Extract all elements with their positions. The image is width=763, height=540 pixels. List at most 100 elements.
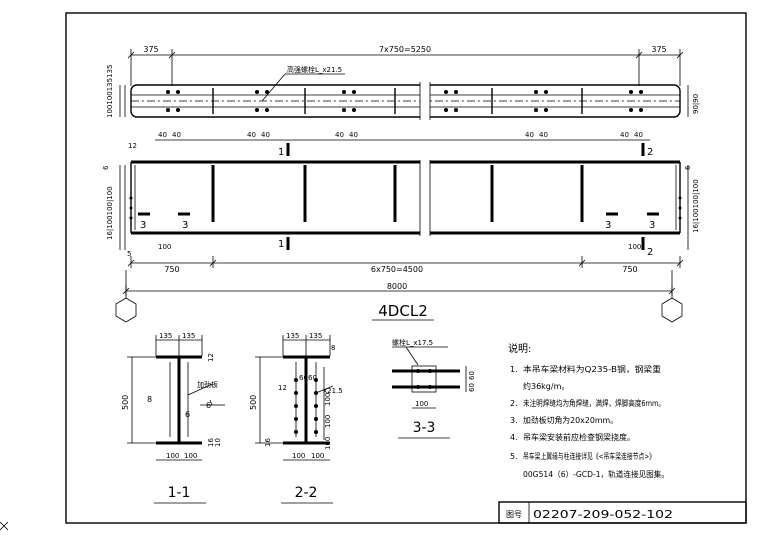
- svg-text:60: 60: [299, 374, 308, 382]
- svg-text:3: 3: [605, 220, 611, 231]
- left-web-dims: 16|100100|100: [106, 186, 114, 240]
- svg-text:8: 8: [331, 344, 335, 352]
- svg-text:100: 100: [324, 415, 332, 428]
- section-2-bolt-holes: [294, 378, 318, 434]
- dim-5-left: 5: [127, 250, 131, 258]
- drawing-frame: [65, 12, 747, 524]
- svg-text:16: 16: [207, 438, 215, 447]
- section-3-title: 3-3: [413, 420, 436, 436]
- section-mark-2-bottom: 2: [641, 237, 653, 258]
- drawing-number: 02207-209-052-102: [533, 508, 673, 521]
- svg-text:100: 100: [166, 452, 179, 460]
- section-2-2: 135 135 8 12 60 60 x21.5 500 100 100 100…: [249, 332, 343, 504]
- top-dimension-line: 375 7x750=5250 375: [127, 45, 684, 86]
- svg-text:1: 1: [278, 239, 284, 250]
- section-mark-3-left: 3 3: [138, 212, 190, 231]
- svg-text:10: 10: [214, 438, 222, 447]
- note-3: 加劲板切角为20x20mm。: [523, 415, 618, 425]
- bolt-label: 高强螺栓L_x21.5: [287, 65, 342, 74]
- note-2: 未注明焊缝均为角焊缝，满焊，焊脚高度6mm。: [523, 398, 665, 408]
- plan-right-dims: 90|90: [692, 94, 700, 114]
- right-web-dims: 16|100100|100: [692, 179, 700, 233]
- top-dim-left: 375: [143, 45, 158, 54]
- svg-text:加劲板: 加劲板: [197, 380, 218, 389]
- svg-text:500: 500: [121, 395, 130, 410]
- section-1-title: 1-1: [168, 485, 191, 501]
- note-1: 本吊车梁材料为Q235-B钢，钢梁重: [523, 364, 661, 374]
- end-bolt-holes: [129, 196, 682, 220]
- top-dim-middle: 7x750=5250: [379, 45, 431, 54]
- svg-text:40: 40: [247, 131, 256, 139]
- svg-text:12: 12: [207, 353, 215, 362]
- svg-text:1.: 1.: [510, 365, 518, 374]
- svg-text:60: 60: [468, 371, 476, 380]
- section-3-label: 螺栓L_x17.5: [392, 338, 433, 347]
- bottom-dimension-lines: 750 6x750=4500 750 8000 4DCL2: [115, 256, 684, 323]
- svg-text:5.: 5.: [510, 452, 518, 461]
- dim-100-left: 100: [158, 243, 171, 251]
- beam-plan-view: 高强螺栓L_x21.5 100100135135 90|90 40 40 40 40…: [106, 65, 700, 141]
- svg-text:135: 135: [182, 332, 195, 340]
- svg-text:40: 40: [349, 131, 358, 139]
- elevation-stiffeners: [211, 165, 584, 222]
- note-5b: 00G514（6）-GCD-1，轨道连接见图集。: [523, 469, 669, 479]
- svg-text:6: 6: [185, 410, 190, 419]
- axis-bubble-left: [115, 297, 137, 323]
- corner-cross-mark: [0, 521, 9, 531]
- svg-text:60: 60: [468, 383, 476, 392]
- section-3-bolt-holes: [416, 369, 432, 389]
- svg-text:40: 40: [634, 131, 643, 139]
- elevation-break-mark: [419, 160, 431, 236]
- svg-text:2: 2: [647, 247, 653, 258]
- section-mark-1-bottom: 1: [278, 237, 290, 250]
- beam-elevation-view: 12 6 16|100100|100 5 100 6 16|100100|100…: [102, 142, 700, 258]
- svg-text:40: 40: [525, 131, 534, 139]
- svg-text:3.: 3.: [510, 416, 518, 425]
- note-1b: 约36kg/m。: [523, 381, 569, 391]
- svg-text:6: 6: [206, 401, 211, 410]
- beam-title: 4DCL2: [378, 302, 427, 320]
- svg-text:3: 3: [182, 220, 188, 231]
- svg-text:16: 16: [264, 438, 272, 447]
- svg-text:100: 100: [324, 437, 332, 450]
- svg-text:100: 100: [292, 452, 305, 460]
- svg-text:40: 40: [335, 131, 344, 139]
- svg-text:100: 100: [311, 452, 324, 460]
- dim-6-left: 6: [102, 165, 110, 170]
- svg-text:100: 100: [415, 400, 428, 408]
- plan-bolt-holes: [166, 90, 643, 112]
- plan-break-mark: [419, 82, 431, 120]
- svg-text:4.: 4.: [510, 433, 518, 442]
- bottom-dim-left: 750: [164, 265, 179, 274]
- plan-stiffeners: [212, 88, 583, 114]
- general-notes: 说明: 1. 本吊车梁材料为Q235-B钢，钢梁重 约36kg/m。 2. 未注…: [508, 342, 669, 479]
- svg-text:40: 40: [539, 131, 548, 139]
- svg-text:40: 40: [158, 131, 167, 139]
- title-block: 图号 02207-209-052-102: [498, 501, 747, 524]
- svg-text:40: 40: [620, 131, 629, 139]
- section-2-title: 2-2: [295, 485, 318, 501]
- note-5: 吊车梁上翼缘与柱连接详见《<吊车梁连接节点>》: [523, 451, 655, 461]
- bottom-dim-right: 750: [622, 265, 637, 274]
- top-dim-right: 375: [651, 45, 666, 54]
- axis-bubble-right: [661, 297, 683, 323]
- svg-text:8: 8: [147, 395, 152, 404]
- svg-text:500: 500: [249, 395, 258, 410]
- svg-text:2.: 2.: [510, 399, 518, 408]
- bottom-dim-total: 8000: [387, 282, 407, 291]
- plan-left-dims: 100100135135: [106, 65, 114, 118]
- svg-text:x21.5: x21.5: [323, 387, 343, 395]
- svg-text:100: 100: [184, 452, 197, 460]
- svg-text:12: 12: [278, 384, 287, 392]
- section-mark-1-top: 1: [278, 143, 290, 158]
- svg-text:135: 135: [159, 332, 172, 340]
- svg-text:1: 1: [278, 147, 284, 158]
- svg-text:100: 100: [324, 393, 332, 406]
- svg-text:3: 3: [140, 220, 146, 231]
- note-4: 吊车梁安装前应检查钢梁挠度。: [523, 432, 635, 442]
- dim-100-right: 100: [628, 243, 641, 251]
- title-block-label: 图号: [506, 510, 522, 519]
- svg-text:40: 40: [261, 131, 270, 139]
